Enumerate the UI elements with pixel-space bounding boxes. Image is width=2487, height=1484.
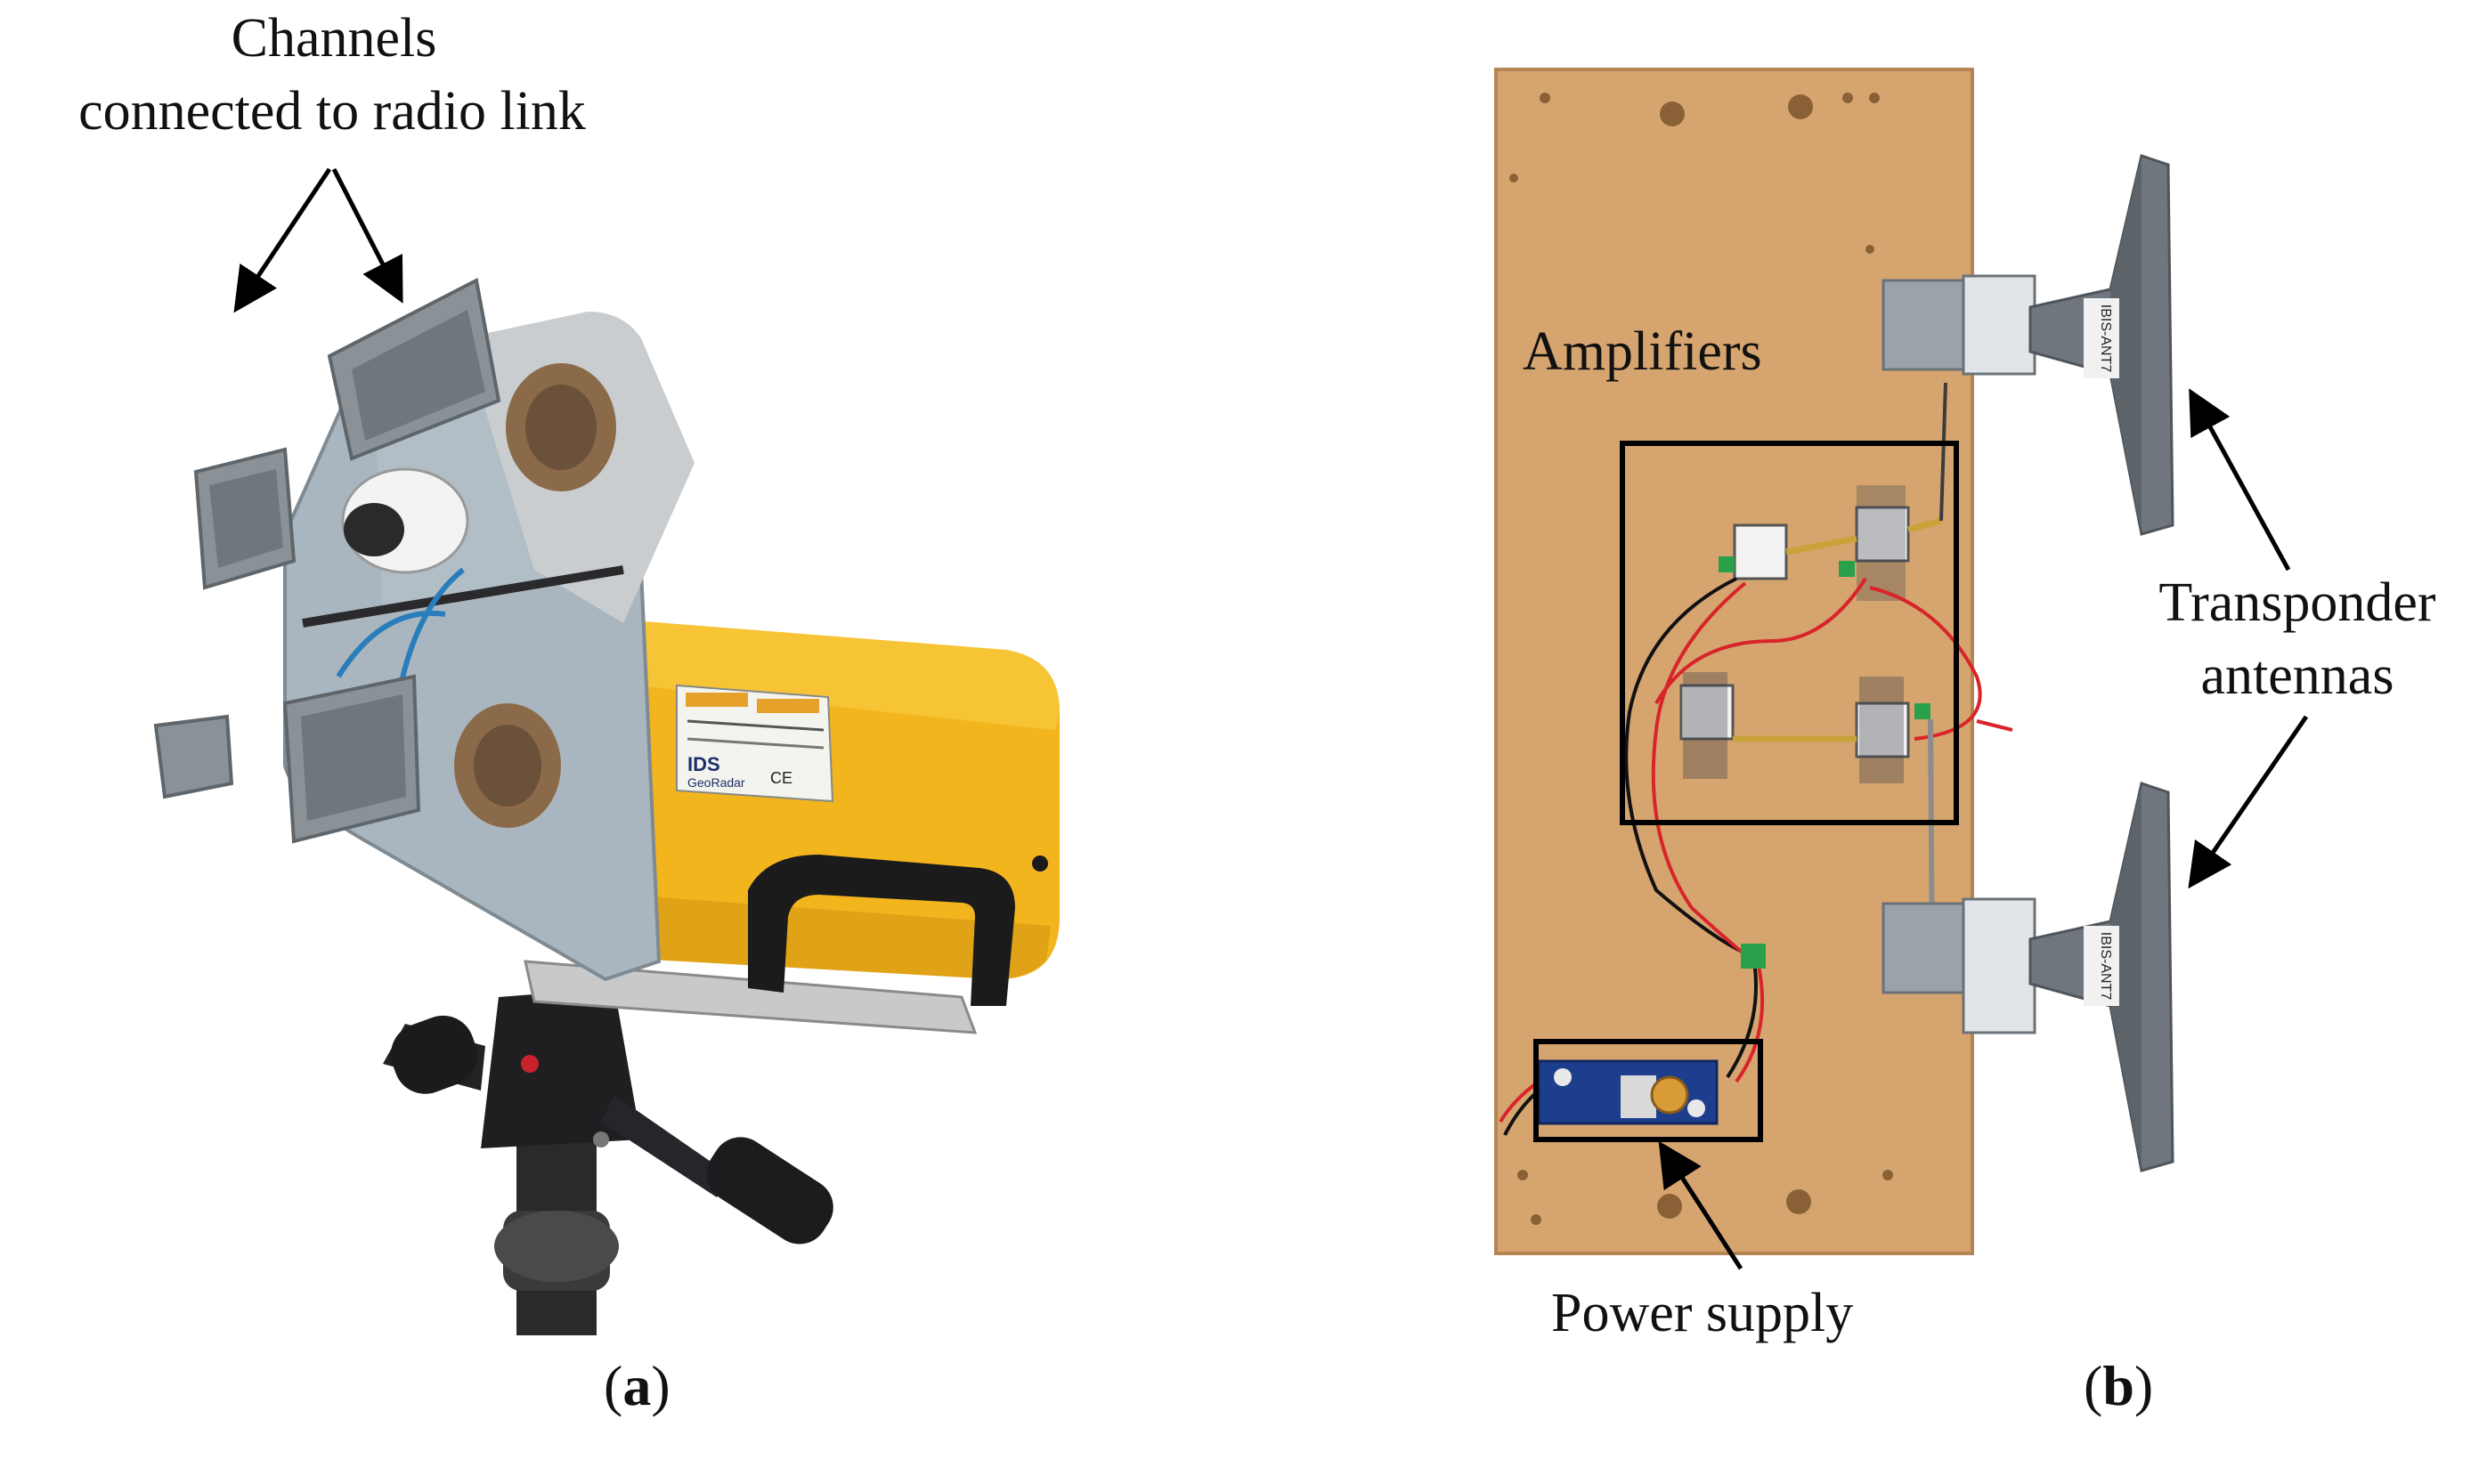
transponder-photo: IBIS-ANT7 IBIS-ANT7 xyxy=(1494,68,2174,1255)
caption-b-letter: b xyxy=(2102,1354,2134,1417)
channels-arrows xyxy=(233,167,403,313)
amplifier-modules xyxy=(1679,485,1942,783)
board-holes xyxy=(1509,93,1893,1225)
plate-brand: IDS xyxy=(687,753,720,775)
caption-b-close: ) xyxy=(2133,1354,2154,1417)
amplifiers-box xyxy=(1620,441,1959,825)
caption-a-close: ) xyxy=(651,1354,671,1417)
radar-yellow-housing: IDS GeoRadar CE xyxy=(552,614,1060,1006)
power-supply-box xyxy=(1533,1039,1763,1142)
transponder-label-line2: antennas xyxy=(2200,645,2394,706)
transponder-label-line1: Transponder xyxy=(2158,572,2436,633)
power-supply-module xyxy=(1537,1059,1719,1125)
power-supply-label: Power supply xyxy=(1551,1283,1854,1343)
transponder-antenna-bottom: IBIS-ANT7 xyxy=(1882,782,2174,1172)
annotation-arrows-b xyxy=(1658,388,2309,1270)
caption-a-letter: a xyxy=(622,1354,652,1417)
channels-label-line2: connected to radio link xyxy=(78,81,586,142)
wooden-board xyxy=(1494,68,1974,1255)
antenna-tag-bottom: IBIS-ANT7 xyxy=(2098,932,2113,1001)
tripod xyxy=(383,988,833,1335)
caption-a-open: ( xyxy=(604,1354,623,1417)
transponder-antenna-top: IBIS-ANT7 xyxy=(1882,154,2174,536)
caption-a: (a) xyxy=(604,1353,671,1419)
radio-link-antennas xyxy=(153,277,501,844)
caption-b-open: ( xyxy=(2084,1354,2103,1417)
plate-marks: CE xyxy=(770,769,792,787)
channels-label-line1: Channels xyxy=(231,8,437,69)
amplifiers-label: Amplifiers xyxy=(1523,321,1762,382)
radar-photo: IDS GeoRadar CE xyxy=(153,277,1060,1335)
plate-sub: GeoRadar xyxy=(687,775,745,790)
antenna-tag-top: IBIS-ANT7 xyxy=(2098,304,2113,373)
device-label-plate: IDS GeoRadar CE xyxy=(676,684,834,803)
caption-b: (b) xyxy=(2084,1353,2153,1419)
